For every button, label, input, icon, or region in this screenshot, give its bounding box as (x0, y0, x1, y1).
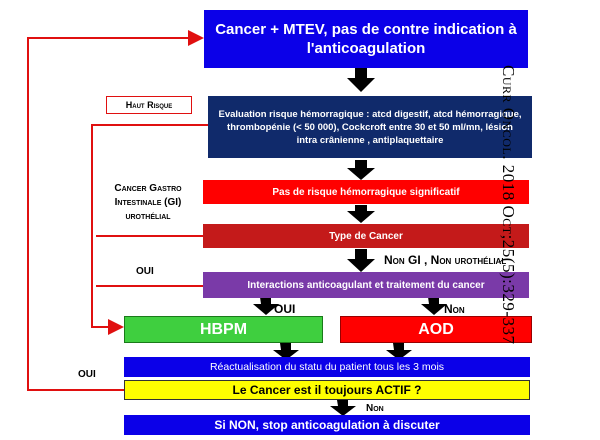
box-cancer-active: Le Cancer est il toujours ACTIF ? (124, 380, 530, 400)
label-haut-risque: Haut Risque (106, 96, 192, 114)
box-no-risk-text: Pas de risque hémorragique significatif (272, 186, 460, 198)
label-non-1: Non (444, 302, 465, 316)
down-arrow-7 (273, 343, 299, 360)
box-type-cancer-text: Type de Cancer (329, 230, 403, 242)
citation-vertical: Curr Oncol. 2018 Oct;25(5):329-337 (498, 65, 518, 395)
box-cancer-mtev-text: Cancer + MTEV, pas de contre indication … (215, 21, 517, 57)
down-arrow-9 (330, 400, 356, 416)
box-reassess-text: Réactualisation du statu du patient tous… (209, 361, 445, 373)
box-stop-text: Si NON, stop anticoagulation à discuter (214, 418, 440, 432)
loop-active-to-top (27, 30, 204, 391)
loop-to-hbpm (91, 124, 208, 335)
down-arrow-2 (347, 160, 375, 180)
box-evaluation-text: Evaluation risque hémorragique : atcd di… (218, 108, 522, 146)
box-interactions: Interactions anticoagulant et traitement… (203, 272, 529, 298)
down-arrows (253, 68, 447, 416)
citation-text: Curr Oncol. 2018 Oct;25(5):329-337 (499, 65, 518, 345)
label-haut-risque-text: Haut Risque (125, 100, 173, 110)
label-oui-1-text: OUI (136, 266, 154, 277)
box-hbpm: HBPM (124, 316, 323, 343)
box-reassess: Réactualisation du statu du patient tous… (124, 357, 530, 377)
down-arrow-1 (347, 68, 375, 92)
box-stop: Si NON, stop anticoagulation à discuter (124, 415, 530, 435)
label-non-2: Non (366, 403, 384, 414)
box-aod-text: AOD (418, 320, 454, 338)
label-oui-1: OUI (136, 266, 154, 277)
label-oui-3-text: OUI (78, 369, 96, 380)
box-cancer-active-text: Le Cancer est il toujours ACTIF ? (232, 383, 422, 397)
box-type-cancer: Type de Cancer (203, 224, 529, 248)
label-cancer-gi: Cancer Gastro Intestinale (GI) urothélia… (96, 182, 200, 224)
box-aod: AOD (340, 316, 532, 343)
box-hbpm-text: HBPM (199, 320, 248, 338)
down-arrow-8 (386, 343, 412, 360)
down-arrow-3 (347, 205, 375, 223)
label-oui-3: OUI (78, 369, 96, 380)
box-no-risk: Pas de risque hémorragique significatif (203, 180, 529, 204)
label-non-1-text: Non (444, 302, 465, 316)
down-arrow-5 (253, 297, 279, 315)
label-non-2-text: Non (366, 403, 384, 414)
box-evaluation: Evaluation risque hémorragique : atcd di… (208, 96, 532, 158)
label-oui-2: OUI (274, 302, 295, 316)
down-arrow-4 (347, 249, 375, 272)
label-non-gi: Non GI , Non urothélial (384, 253, 506, 267)
down-arrow-6 (421, 297, 447, 315)
box-cancer-mtev: Cancer + MTEV, pas de contre indication … (204, 10, 528, 68)
label-oui-2-text: OUI (274, 302, 296, 316)
box-interactions-text: Interactions anticoagulant et traitement… (247, 279, 485, 291)
label-cancer-gi-text: Cancer Gastro Intestinale (GI) urothélia… (114, 183, 182, 222)
label-non-gi-text: Non GI , Non urothélial (384, 253, 507, 267)
